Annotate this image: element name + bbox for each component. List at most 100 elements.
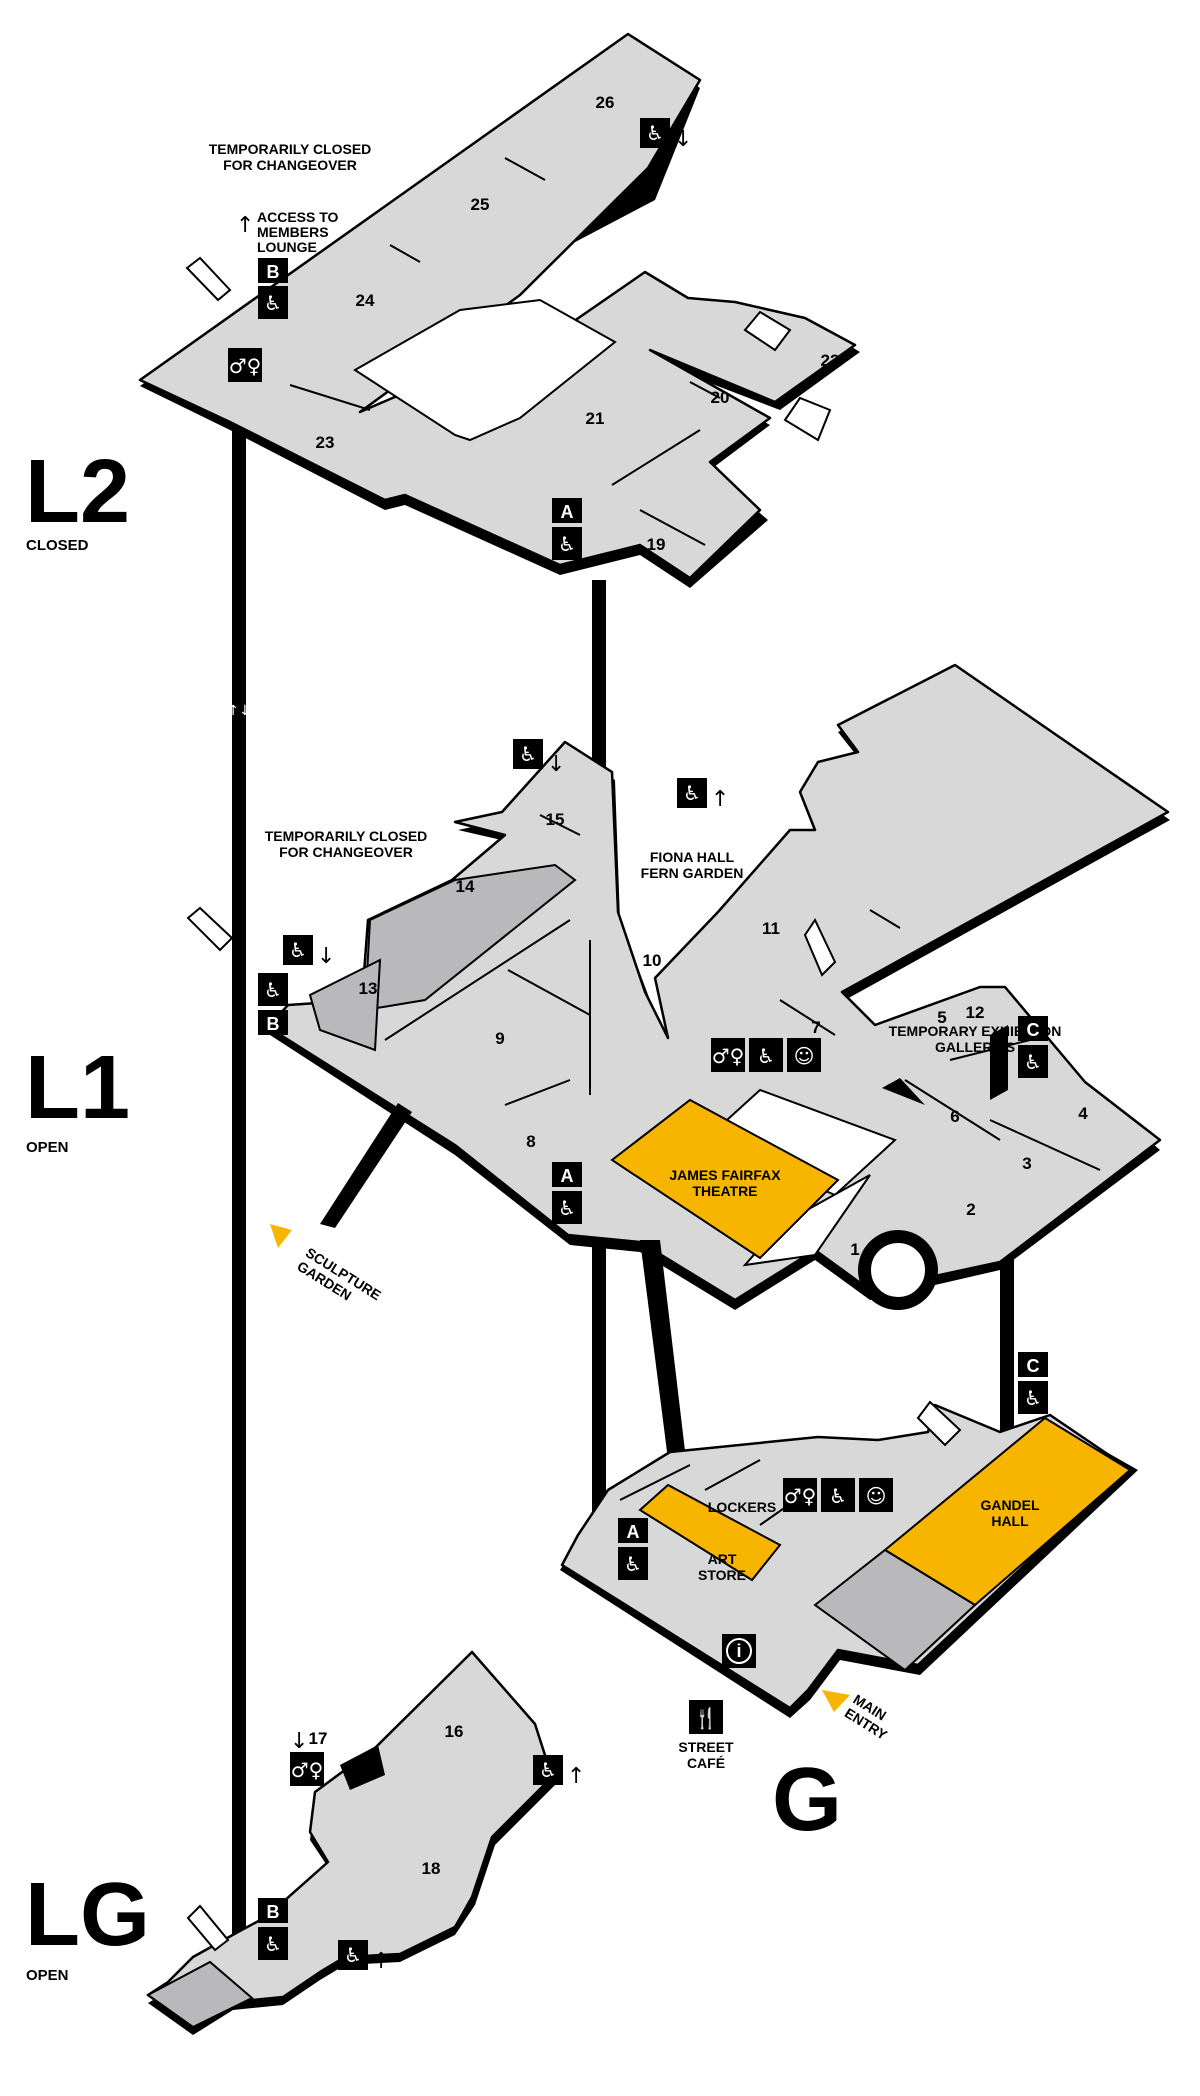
level-g-floor — [560, 1400, 1138, 1718]
svg-text:♿: ♿ — [264, 291, 282, 315]
gandel-hall-label-2: HALL — [991, 1513, 1029, 1529]
level-l2-floor: 26 25 24 23 21 20 22 19 — [138, 32, 860, 588]
svg-text:A: A — [561, 1166, 574, 1186]
room-20: 20 — [711, 388, 730, 407]
lift-b-l1[interactable]: ♿ B — [258, 973, 288, 1035]
level-g-label: G — [772, 1750, 842, 1850]
room-24: 24 — [356, 291, 375, 310]
svg-text:A: A — [627, 1522, 640, 1542]
lift-b-l2[interactable]: B ♿ — [258, 258, 288, 319]
ramp-icon: ♿ ↑ — [338, 1940, 390, 1974]
svg-text:♿: ♿ — [539, 1758, 557, 1782]
room-25: 25 — [471, 195, 490, 214]
room-11: 11 — [762, 919, 780, 938]
level-l2-label: L2 — [25, 442, 130, 542]
lift-a-l1[interactable]: A ♿ — [552, 1162, 582, 1224]
room-14: 14 — [456, 877, 475, 896]
svg-text:♿: ♿ — [683, 781, 701, 805]
ramp-icon: ♿ ↓ — [640, 118, 692, 152]
svg-text:↓: ↓ — [290, 1729, 308, 1754]
lift-a-g[interactable]: A ♿ — [618, 1518, 648, 1580]
svg-text:C: C — [1027, 1020, 1040, 1040]
l1-closed-note-2: FOR CHANGEOVER — [279, 844, 413, 860]
information-icon[interactable]: i — [722, 1634, 756, 1668]
svg-text:♂♀: ♂♀ — [784, 1484, 817, 1508]
toilets-icon — [783, 1478, 817, 1512]
svg-text:↑: ↑ — [711, 787, 729, 812]
baby-change-icon — [787, 1038, 821, 1072]
art-store-label-1: ART — [708, 1551, 737, 1567]
accessible-toilet-icon — [749, 1038, 783, 1072]
room-17: 17 — [309, 1729, 328, 1748]
members-note-2: MEMBERS — [257, 224, 329, 240]
toilets-icon — [711, 1038, 745, 1072]
room-10: 10 — [643, 951, 662, 970]
room-17-toilets: ↓ 17 ♂♀ — [290, 1729, 327, 1786]
svg-text:↑↓: ↑↓ — [227, 703, 250, 719]
baby-change-icon — [859, 1478, 893, 1512]
lift-shaft-b — [232, 430, 246, 1980]
level-l1-floor: 12 15 14 13 10 11 9 8 7 6 5 4 3 2 1 — [186, 663, 1170, 1310]
room-12: 12 — [966, 1003, 985, 1022]
members-note-1: ACCESS TO — [257, 209, 339, 225]
svg-text:🍴: 🍴 — [694, 1706, 719, 1730]
svg-text:♿: ♿ — [1024, 1386, 1042, 1410]
lift-shaft-c — [1000, 1240, 1014, 1460]
ramp-icon: ♿ ↓ — [283, 935, 335, 969]
svg-text:♿: ♿ — [289, 938, 307, 962]
theatre-label-1: JAMES FAIRFAX — [669, 1167, 781, 1183]
fern-garden-label-2: FERN GARDEN — [641, 865, 744, 881]
gandel-hall-label-1: GANDEL — [980, 1497, 1040, 1513]
svg-text:A: A — [561, 502, 574, 522]
svg-text:♂♀: ♂♀ — [291, 1758, 324, 1782]
room-2: 2 — [966, 1200, 975, 1219]
svg-text:↓: ↓ — [547, 752, 565, 777]
stairs-l2 — [185, 256, 832, 442]
svg-text:i: i — [736, 1641, 741, 1661]
room-22: 22 — [821, 351, 840, 370]
lift-c-l1[interactable]: C ♿ — [1018, 1016, 1048, 1078]
lift-b-lg[interactable]: B ♿ — [258, 1898, 288, 1960]
svg-text:♿: ♿ — [264, 978, 282, 1002]
svg-text:↑: ↑ — [372, 1949, 390, 1974]
art-store[interactable] — [638, 1483, 782, 1582]
sculpture-garden-arrow-icon — [270, 1224, 292, 1248]
svg-text:♿: ♿ — [264, 1932, 282, 1956]
svg-text:☺: ☺ — [794, 1044, 815, 1068]
members-note-3: LOUNGE — [257, 239, 317, 255]
svg-text:♿: ♿ — [646, 121, 664, 145]
lift-c-g[interactable]: C ♿ — [1018, 1352, 1048, 1414]
room-7: 7 — [811, 1018, 820, 1037]
svg-text:♿: ♿ — [1024, 1050, 1042, 1074]
l2-closed-note-1: TEMPORARILY CLOSED — [209, 141, 372, 157]
main-entry-arrow-icon — [822, 1690, 850, 1712]
svg-text:♿: ♿ — [344, 1943, 362, 1967]
room-3: 3 — [1022, 1154, 1031, 1173]
room-23: 23 — [316, 433, 335, 452]
toilets-icon: ♂♀ — [228, 348, 262, 382]
street-cafe-label-1: STREET — [678, 1739, 734, 1755]
theatre-label-2: THEATRE — [692, 1183, 757, 1199]
svg-text:♂♀: ♂♀ — [229, 354, 262, 378]
level-l2-status: CLOSED — [26, 537, 89, 554]
svg-text:♿: ♿ — [519, 742, 537, 766]
street-cafe-label-2: CAFÉ — [687, 1755, 725, 1771]
svg-text:♿: ♿ — [558, 1196, 576, 1220]
lift-a-l2[interactable]: A ♿ — [552, 498, 582, 560]
svg-text:B: B — [267, 1014, 280, 1034]
temp-galleries-label-2: GALLERIES — [935, 1039, 1015, 1055]
ramp-icon: ♿ ↑ — [533, 1755, 585, 1789]
svg-text:↓: ↓ — [317, 944, 335, 969]
l1-amenities: ♂♀ ♿ ☺ — [711, 1038, 821, 1072]
lockers-label: LOCKERS — [708, 1499, 776, 1515]
l2-closed-note-2: FOR CHANGEOVER — [223, 157, 357, 173]
svg-text:♿: ♿ — [624, 1552, 642, 1576]
room-8: 8 — [526, 1132, 535, 1151]
svg-text:B: B — [267, 1902, 280, 1922]
level-l1-status: OPEN — [26, 1139, 69, 1156]
james-fairfax-theatre[interactable] — [610, 1098, 840, 1260]
room-18: 18 — [422, 1859, 441, 1878]
room-13: 13 — [359, 979, 378, 998]
svg-text:♿: ♿ — [558, 532, 576, 556]
